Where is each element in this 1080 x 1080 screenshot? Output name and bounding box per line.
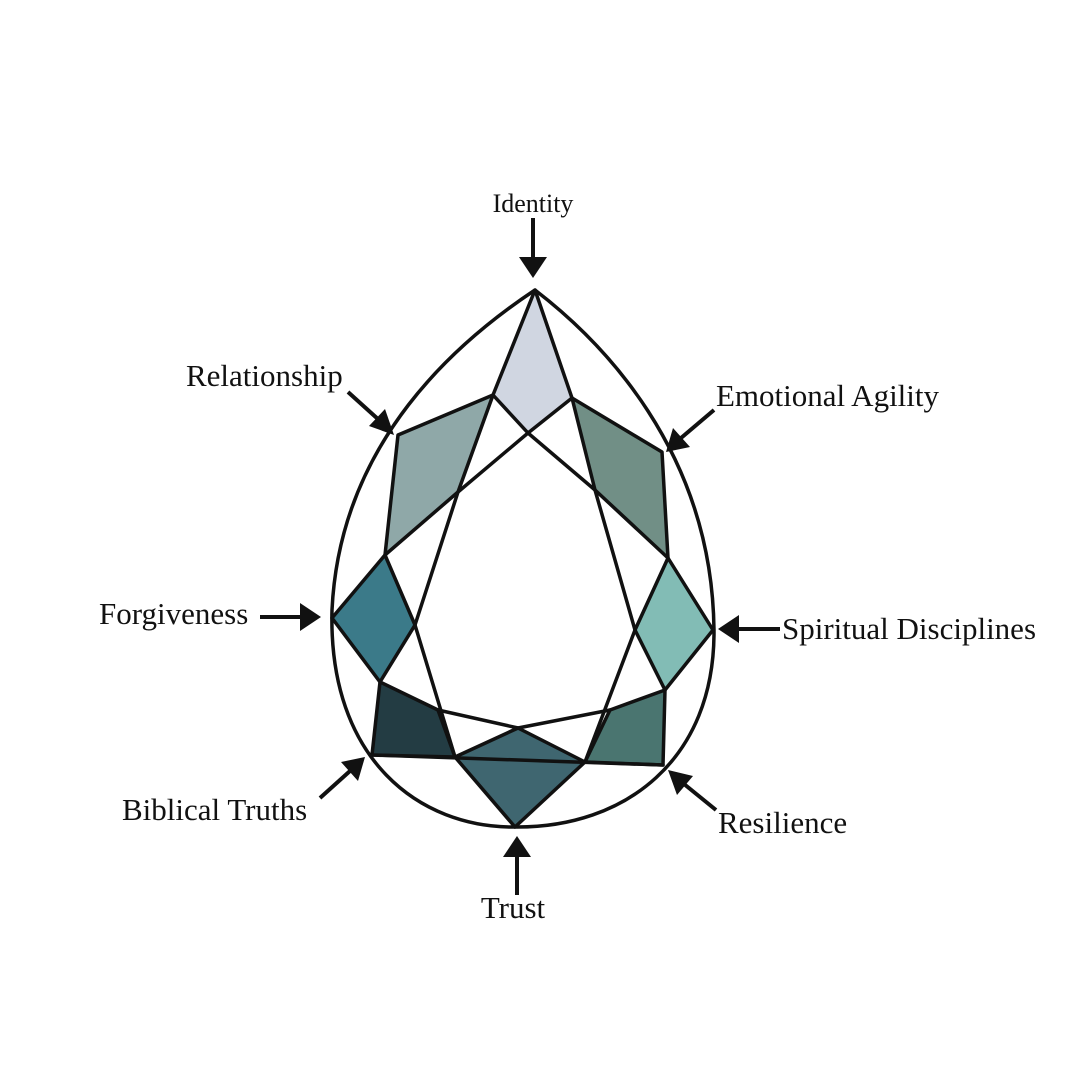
inner-lines xyxy=(370,431,665,767)
label-spiritual-disciplines: Spiritual Disciplines xyxy=(782,611,1036,646)
arrow-trust xyxy=(503,836,531,895)
gem-outline xyxy=(330,288,716,829)
label-forgiveness: Forgiveness xyxy=(99,596,248,631)
arrow-identity xyxy=(519,218,547,278)
arrow-resilience xyxy=(668,770,718,812)
label-trust: Trust xyxy=(481,890,546,925)
label-identity: Identity xyxy=(493,189,574,218)
label-biblical-truths: Biblical Truths xyxy=(122,792,307,827)
arrow-biblical-truths xyxy=(318,757,365,800)
facet-forgiveness xyxy=(330,553,417,684)
arrow-relationship xyxy=(346,390,394,435)
arrow-emotional-agility xyxy=(666,408,716,452)
label-relationship: Relationship xyxy=(186,358,343,393)
label-resilience: Resilience xyxy=(718,805,847,840)
label-emotional-agility: Emotional Agility xyxy=(716,378,940,413)
arrow-forgiveness xyxy=(260,603,321,631)
facet-spiritual-disciplines xyxy=(633,556,715,692)
facet-trust xyxy=(453,726,587,829)
arrow-spiritual-disciplines xyxy=(718,615,780,643)
